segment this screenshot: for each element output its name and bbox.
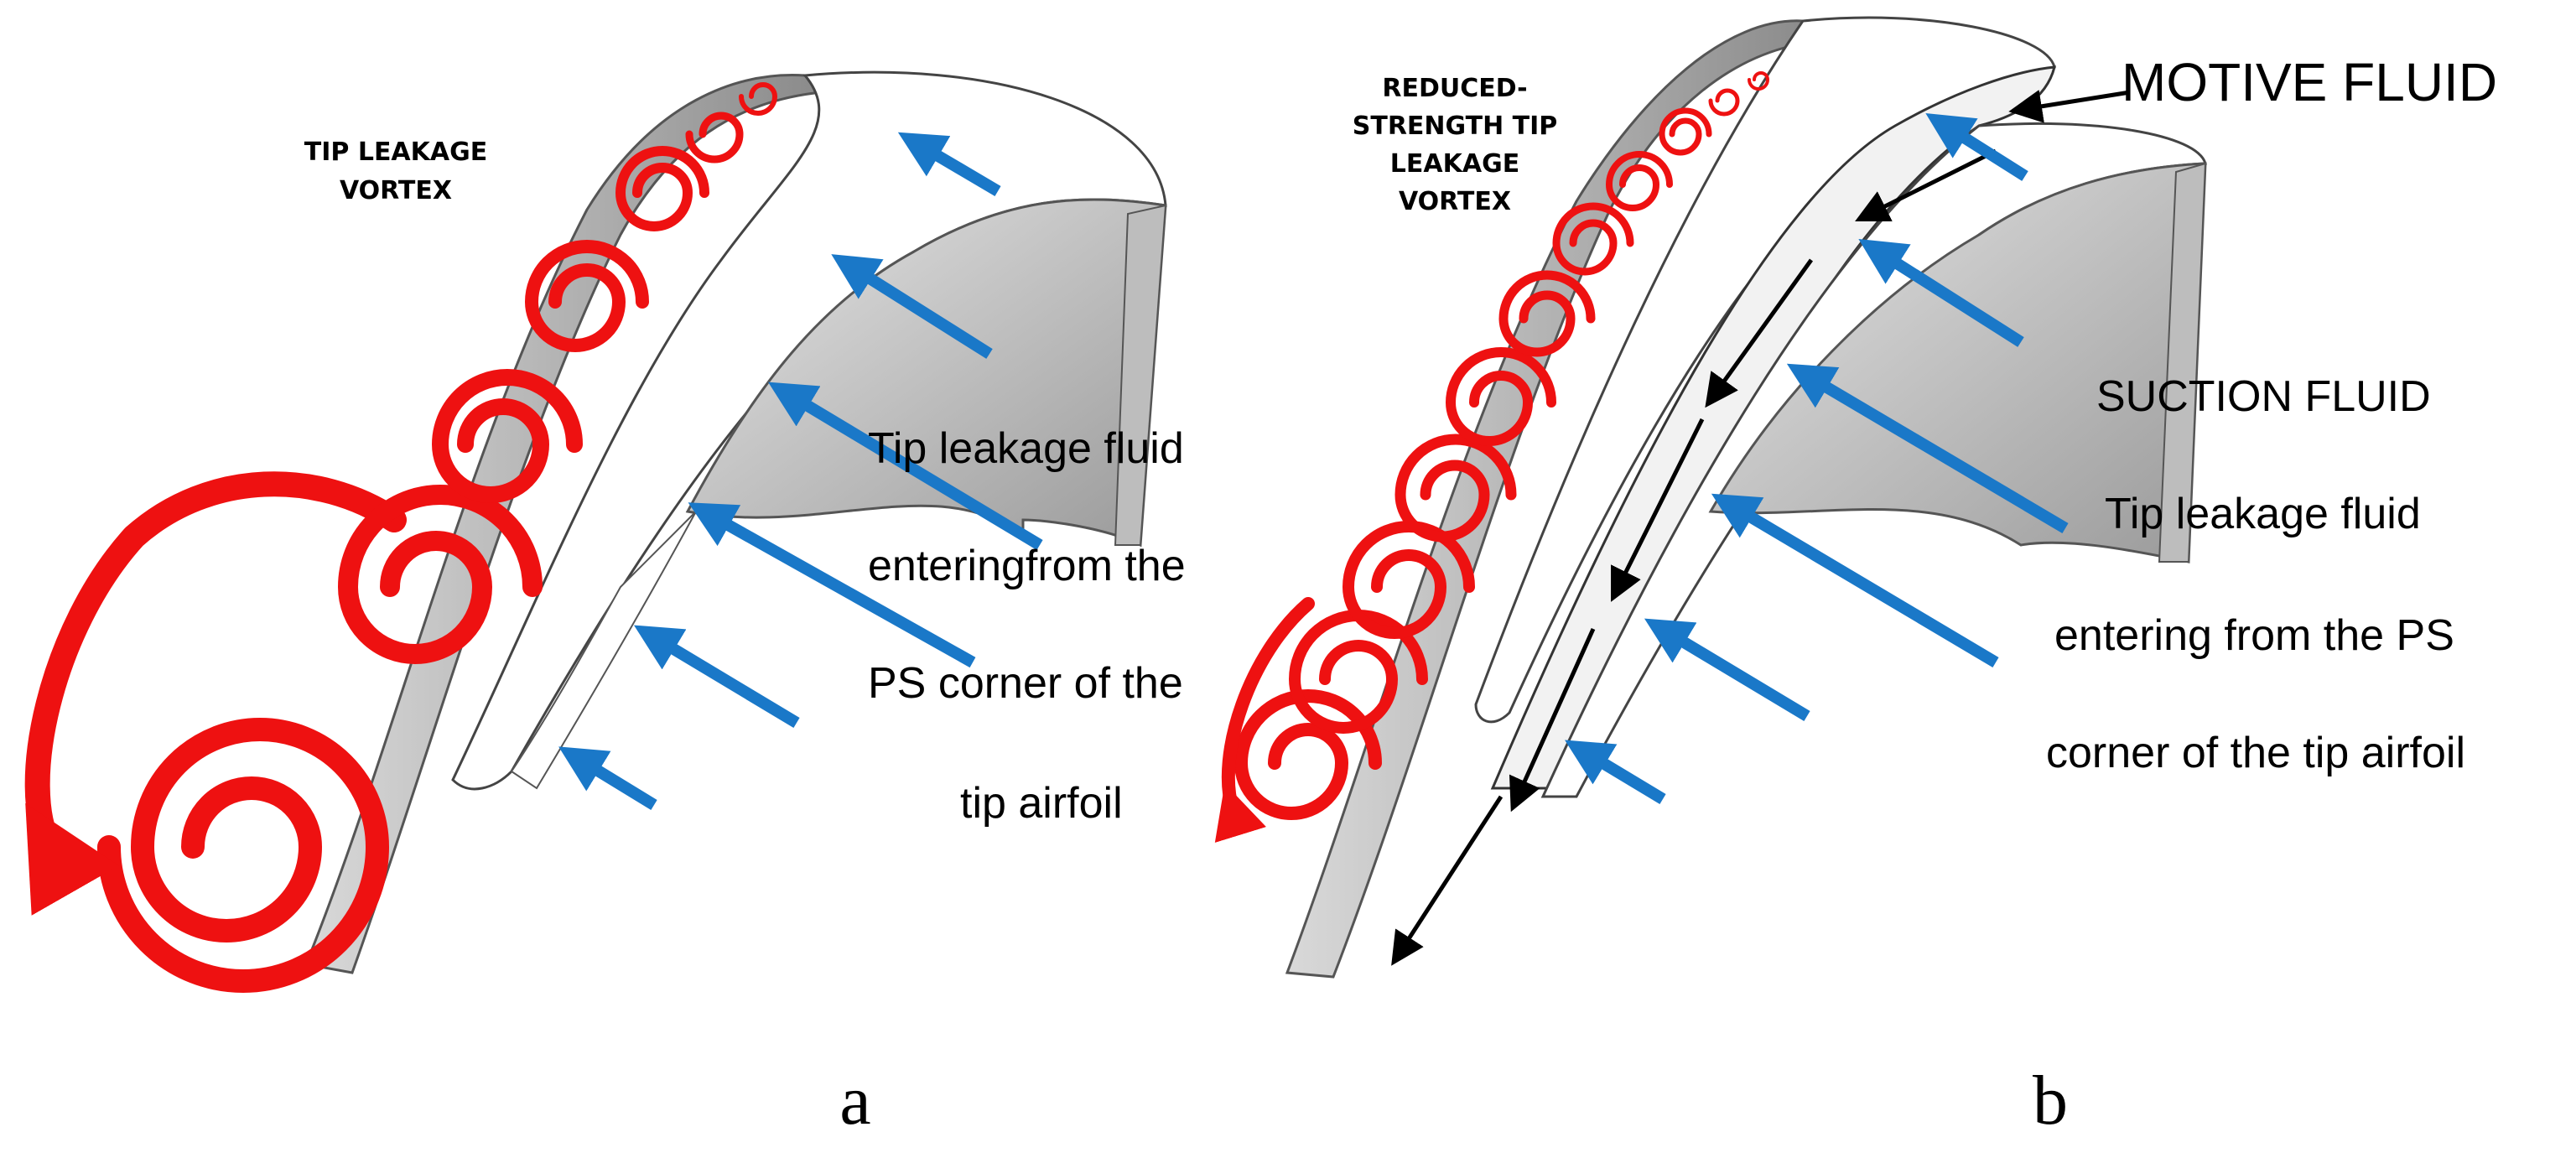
arrow-icon [1565, 740, 1666, 804]
vortex-label-b-line1: REDUCED- [1382, 74, 1527, 103]
motive-fluid-arrows [1391, 90, 2131, 966]
arrow-icon [1925, 113, 2028, 181]
blade-b-suction-edge [2158, 162, 2207, 563]
panel-b: REDUCED- STRENGTH TIP LEAKAGE VORTEX MOT… [1214, 16, 2497, 1140]
blade-a-suction-edge [1114, 204, 1167, 546]
vortex-label-b-line4: VORTEX [1399, 187, 1511, 216]
arrow-icon [1711, 493, 1999, 668]
flow-text-b-line3: corner of the tip airfoil [2046, 729, 2465, 777]
spiral-vortex-icon [1214, 71, 1770, 843]
arrow-icon [1855, 148, 1997, 221]
motive-fluid-label: MOTIVE FLUID [2122, 52, 2497, 112]
flow-arrows-a [558, 132, 1043, 810]
arrow-icon [1858, 238, 2024, 347]
suction-fluid-label: SUCTION FLUID [2096, 372, 2431, 421]
flow-text-b-line2: entering from the PS [2054, 611, 2454, 660]
arrow-icon [767, 382, 1043, 551]
motive-fluid-pointer [2008, 90, 2131, 123]
flow-text-a-line3: PS corner of the [868, 659, 1183, 708]
arrow-icon [1705, 258, 1814, 408]
arrow-icon [1786, 363, 2069, 534]
arrow-icon [1644, 618, 1810, 722]
panel-a-label: a [839, 1062, 870, 1140]
arrow-icon [1391, 795, 1504, 966]
spiral-vortex-icon [24, 82, 778, 993]
vortex-label-b-line2: STRENGTH TIP [1353, 112, 1558, 141]
panel-b-label: b [2033, 1062, 2068, 1140]
arrow-icon [688, 502, 976, 668]
flow-text-a-line2: enteringfrom the [868, 542, 1186, 590]
flow-arrows-b [1565, 113, 2069, 804]
flow-text-b-line1: Tip leakage fluid [2105, 490, 2421, 538]
flow-text-a-line4: tip airfoil [960, 779, 1123, 828]
blade-b-tip-upper [1474, 16, 2056, 724]
vortex-label-a-line1: TIP LEAKAGE [304, 138, 487, 167]
flow-text-a-line1: Tip leakage fluid [868, 424, 1184, 473]
arrow-icon [831, 254, 993, 359]
vortex-label-a-line2: VORTEX [340, 176, 452, 205]
arrow-icon [1509, 627, 1596, 813]
arrow-icon [558, 746, 657, 810]
panel-a: TIP LEAKAGE VORTEX Tip leakage fluid ent… [24, 70, 1186, 1140]
arrow-icon [633, 625, 800, 729]
arrow-icon [897, 132, 1001, 197]
arrow-icon [1611, 418, 1705, 602]
vortex-label-b-line3: LEAKAGE [1390, 149, 1519, 179]
